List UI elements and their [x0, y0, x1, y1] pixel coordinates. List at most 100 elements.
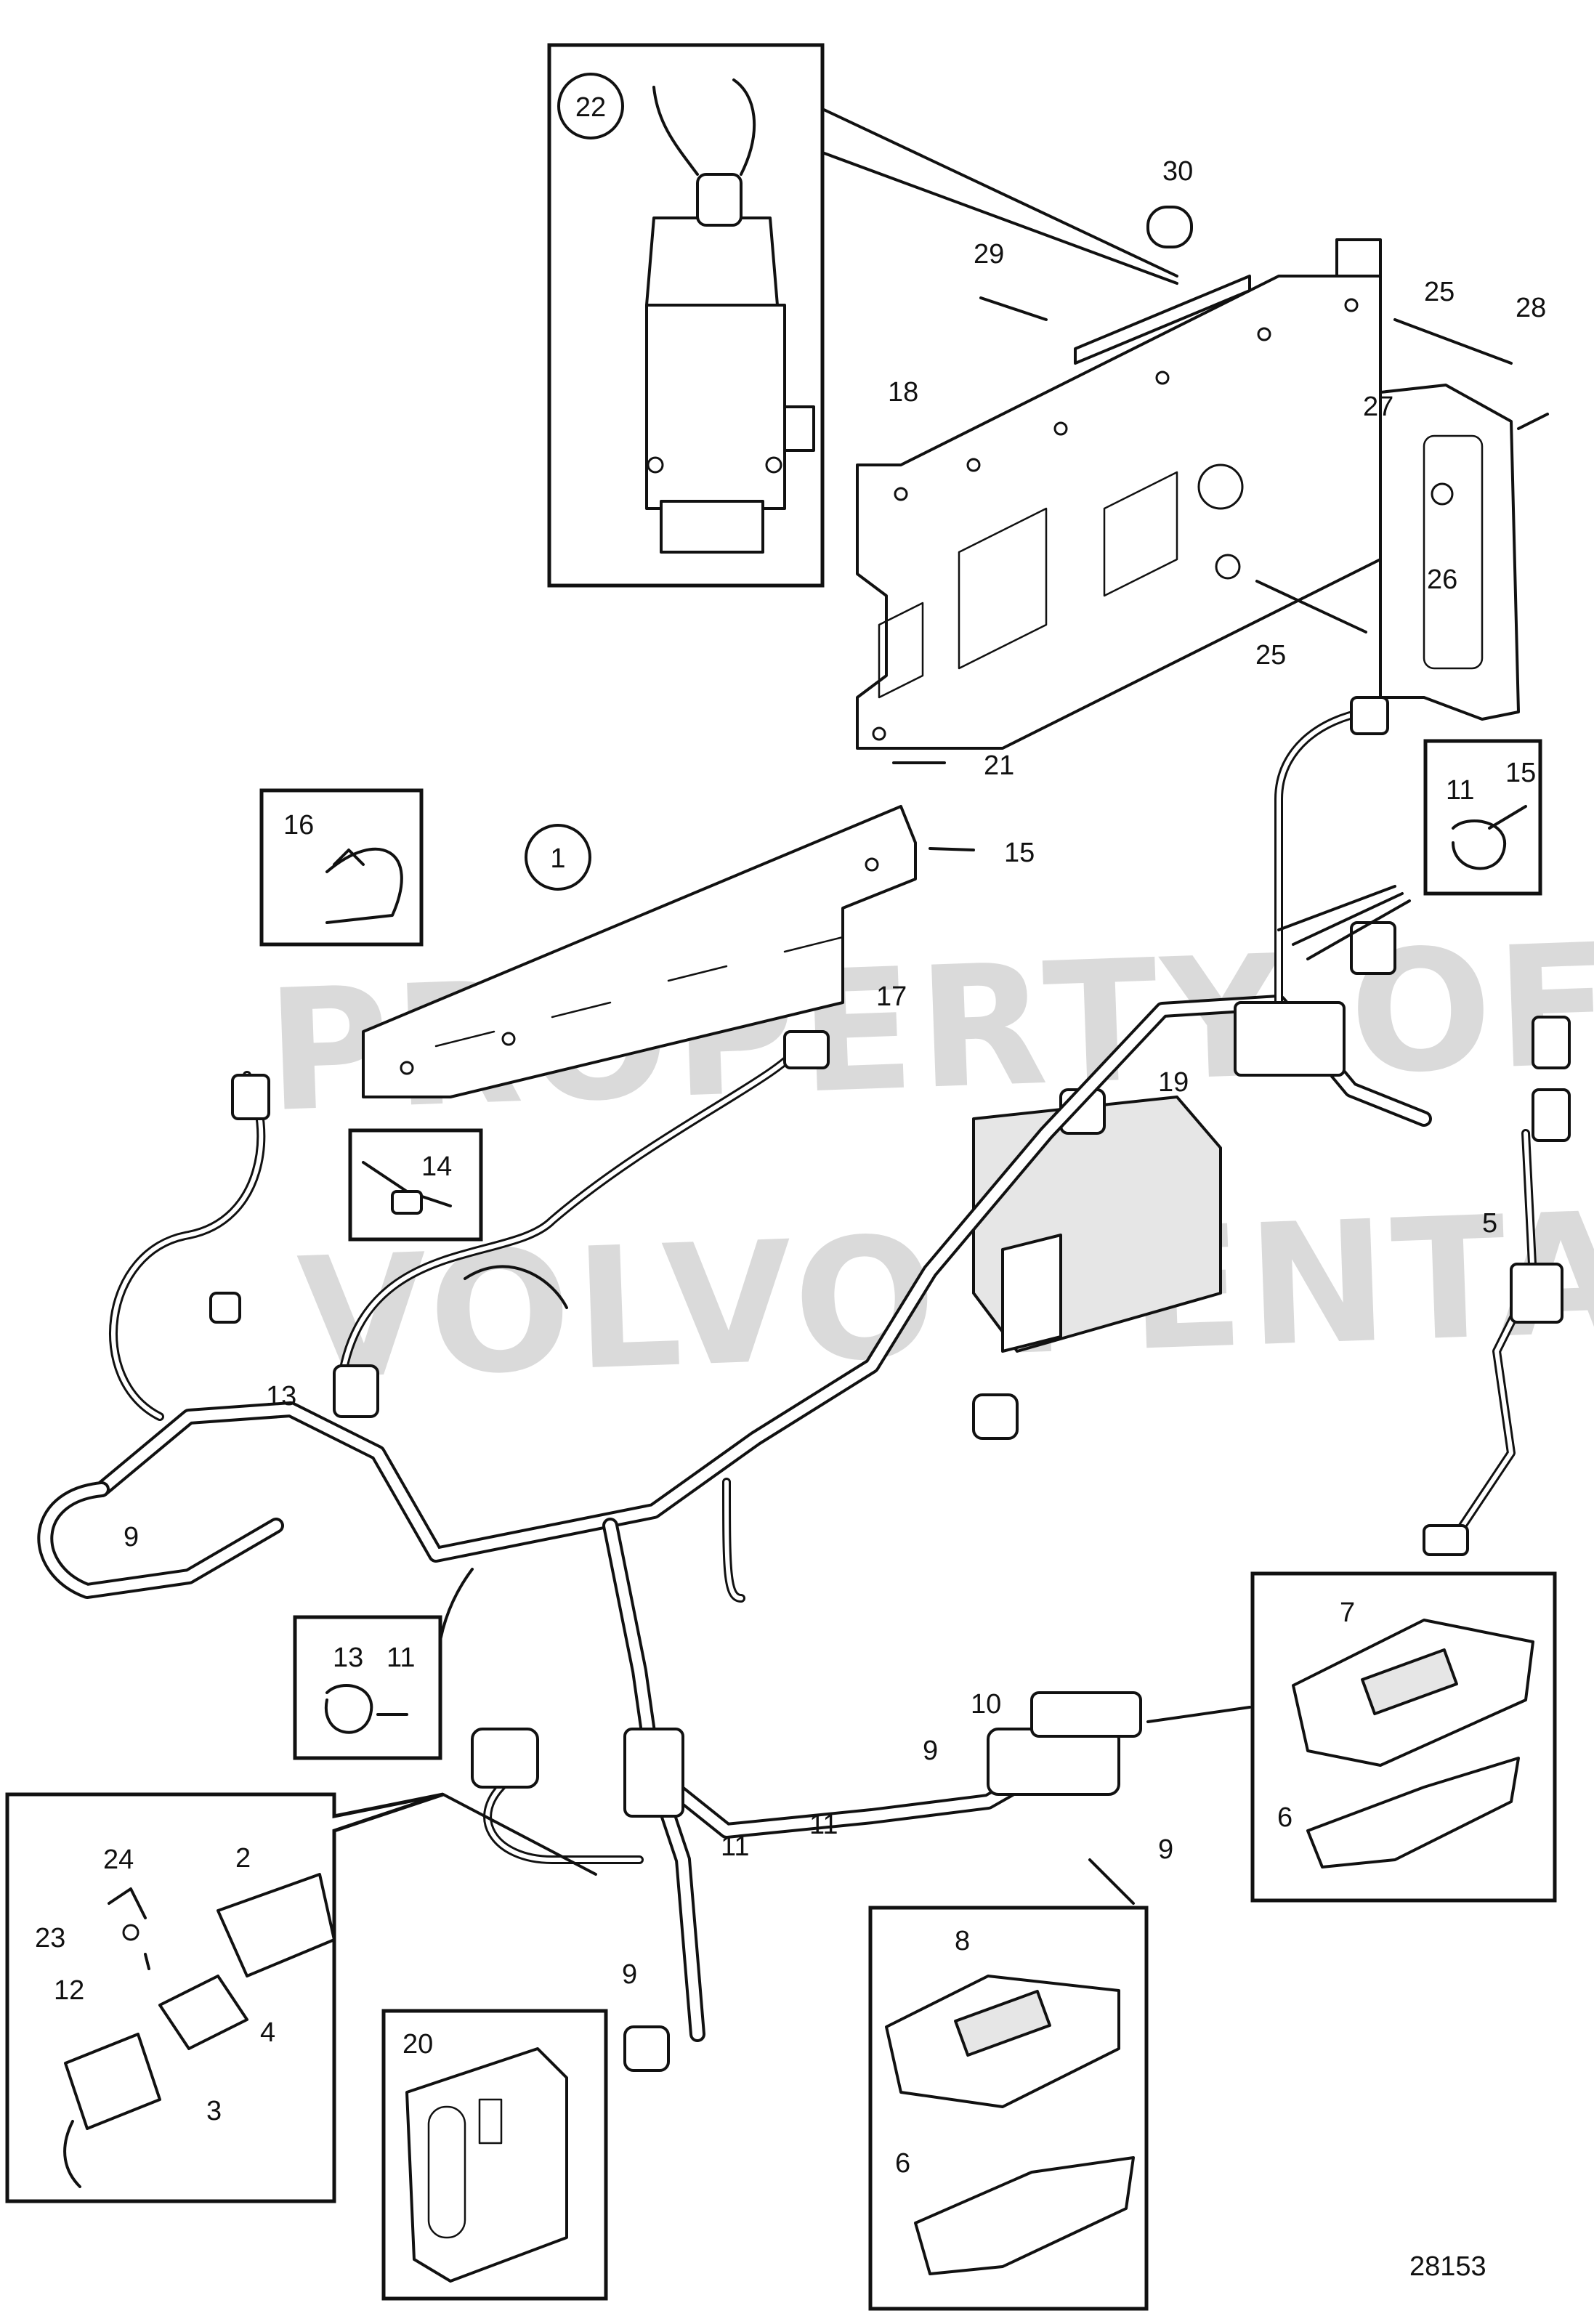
callout-22: 22 — [575, 92, 606, 123]
leader-14 — [464, 1265, 568, 1309]
leader-7 — [1146, 1706, 1251, 1723]
callout-7: 7 — [1340, 1598, 1355, 1628]
junction-block — [1234, 1001, 1346, 1077]
connector — [209, 1292, 241, 1324]
callout-25: 25 — [1255, 640, 1286, 671]
plate-hole — [1053, 421, 1068, 436]
bracket-body — [362, 805, 917, 1098]
nut-26 — [1431, 482, 1454, 506]
heater-body — [645, 304, 786, 510]
watermark-line-2: VOLVO PENTA — [295, 1177, 1594, 1417]
callout-14: 14 — [421, 1151, 452, 1182]
callout-9: 9 — [124, 1522, 139, 1552]
callout-24: 24 — [103, 1845, 134, 1875]
connector — [623, 2025, 670, 2072]
callout-13: 13 — [266, 1381, 296, 1412]
leader-11-15 — [1277, 885, 1411, 960]
connector — [783, 1030, 830, 1069]
callout-labels: 30 29 25 28 18 27 26 25 21 11 15 16 15 1… — [35, 156, 1546, 2282]
heater-connector — [783, 405, 815, 452]
reference-number: 28153 — [1409, 2251, 1486, 2282]
plate-cutout — [878, 602, 924, 699]
screw-15 — [1488, 805, 1527, 830]
callout-15: 15 — [1004, 838, 1035, 868]
connector-block-10 — [987, 1728, 1120, 1796]
callout-1: 1 — [550, 843, 565, 874]
detail-frame — [293, 1615, 442, 1760]
callout-10: 10 — [971, 1689, 1001, 1720]
plate-27-slot — [1423, 434, 1484, 670]
callout-16: 16 — [283, 810, 314, 841]
heater-19 — [972, 1088, 1222, 1353]
clamp-13 — [324, 1684, 373, 1734]
detail-box-clamp-13 — [293, 1615, 442, 1760]
leader-8 — [1088, 1858, 1135, 1905]
bracket-hole — [501, 1032, 516, 1046]
bracket-17: 1 — [362, 805, 975, 1098]
detail-frame — [259, 788, 424, 947]
cover-8-grille — [954, 1989, 1051, 2057]
callout-18: 18 — [888, 377, 918, 408]
heater-bracket — [1001, 1234, 1062, 1353]
clamp-11 — [1452, 819, 1507, 870]
relay-base-3 — [64, 2033, 161, 2130]
plate-hole — [1155, 371, 1170, 385]
callout-11: 11 — [721, 1831, 749, 1862]
plate-cutout — [958, 507, 1048, 670]
heater-handle-wire — [652, 78, 756, 176]
cable-harness — [37, 696, 1571, 2072]
callout-3: 3 — [206, 2096, 222, 2126]
connector-5 — [1532, 1088, 1571, 1142]
callout-12: 12 — [54, 1975, 84, 2006]
callout-20: 20 — [402, 2029, 433, 2060]
connector — [333, 1364, 379, 1418]
connector-block — [623, 1728, 684, 1818]
clip-14-body — [391, 1190, 423, 1215]
plate-tab — [1335, 238, 1382, 278]
heater-bolt — [647, 456, 664, 474]
screw-12 — [144, 1953, 150, 1970]
detail-frame — [348, 1128, 483, 1242]
plate-hole — [1215, 554, 1241, 580]
connector — [231, 1074, 270, 1120]
left-wire — [108, 1071, 266, 1421]
detail-box-cable-tie — [259, 788, 424, 947]
heater-cap — [696, 173, 743, 227]
relay-4 — [158, 1975, 248, 2050]
callout-17: 17 — [876, 981, 907, 1012]
plate-outline — [856, 275, 1382, 750]
cover-6-upper — [1306, 1757, 1520, 1868]
right-wire-inner — [1451, 1131, 1535, 1542]
callout-9: 9 — [1158, 1834, 1173, 1865]
heater-top — [645, 216, 779, 307]
detail-box-clamp-11 — [1423, 739, 1542, 896]
left-wire-inner — [110, 1073, 264, 1419]
connector — [1510, 1263, 1563, 1324]
cover-plate-20 — [405, 2047, 568, 2283]
detail-box-relay — [5, 1792, 444, 2203]
plate-hole — [966, 458, 981, 472]
callout-27: 27 — [1363, 392, 1393, 422]
callout-19: 19 — [1158, 1067, 1189, 1098]
cover-slot — [478, 2098, 503, 2145]
callout-25: 25 — [1424, 277, 1455, 307]
callout-6: 6 — [895, 2148, 910, 2179]
connector — [471, 1728, 539, 1789]
callout-15: 15 — [1505, 758, 1536, 788]
callout-26: 26 — [1427, 564, 1457, 595]
washer-23 — [122, 1924, 139, 1941]
terminal-24 — [108, 1887, 147, 1919]
connector — [972, 1393, 1019, 1440]
cover-slot — [427, 2105, 466, 2239]
plate-hole — [872, 726, 886, 741]
callout-29: 29 — [974, 239, 1004, 270]
mounting-plate — [856, 206, 1549, 764]
callout-4: 4 — [260, 2017, 275, 2048]
connector — [1350, 696, 1389, 735]
heater-base — [660, 500, 764, 554]
top-wire-inner — [1277, 710, 1368, 1005]
detail-pointer — [821, 108, 1178, 285]
callout-30: 30 — [1162, 156, 1193, 187]
connector-5 — [1532, 1016, 1571, 1069]
relay-wire-inner — [485, 1778, 642, 1862]
